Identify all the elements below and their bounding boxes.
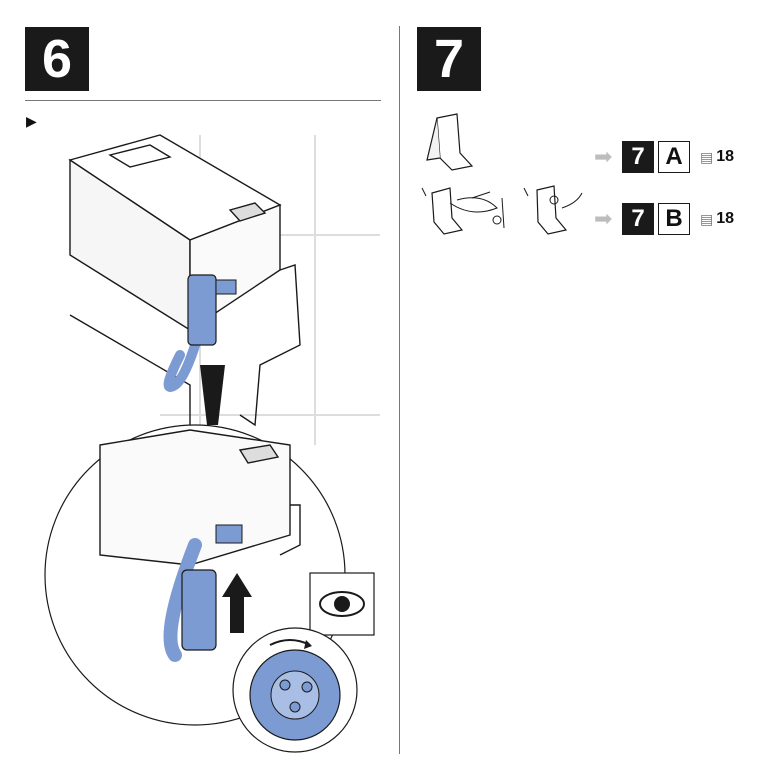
eye-icon: [309, 572, 375, 636]
gray-arrow-icon: ➡: [594, 206, 613, 231]
tank-body: [68, 134, 301, 445]
step-6-illustration: [44, 134, 380, 753]
play-marker-icon: ▶: [26, 113, 37, 129]
ref-step-number: 7: [622, 203, 654, 235]
column-divider: [399, 26, 400, 754]
bracket-kits-illustration: [421, 113, 583, 235]
ref-letter: A: [658, 141, 690, 173]
ref-page-number: 18: [716, 148, 735, 165]
reference-row-b: ➡ 7 B ▤ 18: [594, 203, 734, 235]
hose-connector-top: [163, 274, 237, 392]
section-divider: [25, 100, 381, 101]
step-7-number: 7: [417, 27, 481, 91]
gray-arrow-icon: ➡: [594, 144, 613, 169]
page-icon: ▤: [700, 210, 714, 227]
ref-step-number: 7: [622, 141, 654, 173]
hose-connector-zoom: [163, 524, 243, 662]
reference-row-a: ➡ 7 A ▤ 18: [594, 141, 734, 173]
page-icon: ▤: [700, 148, 714, 165]
step-6-number: 6: [25, 27, 89, 91]
ref-letter: B: [658, 203, 690, 235]
connector-face-detail: [232, 627, 358, 753]
up-arrow-icon: [222, 573, 252, 633]
direction-triangle-icon: [200, 365, 225, 425]
ref-page-number: 18: [716, 210, 735, 227]
